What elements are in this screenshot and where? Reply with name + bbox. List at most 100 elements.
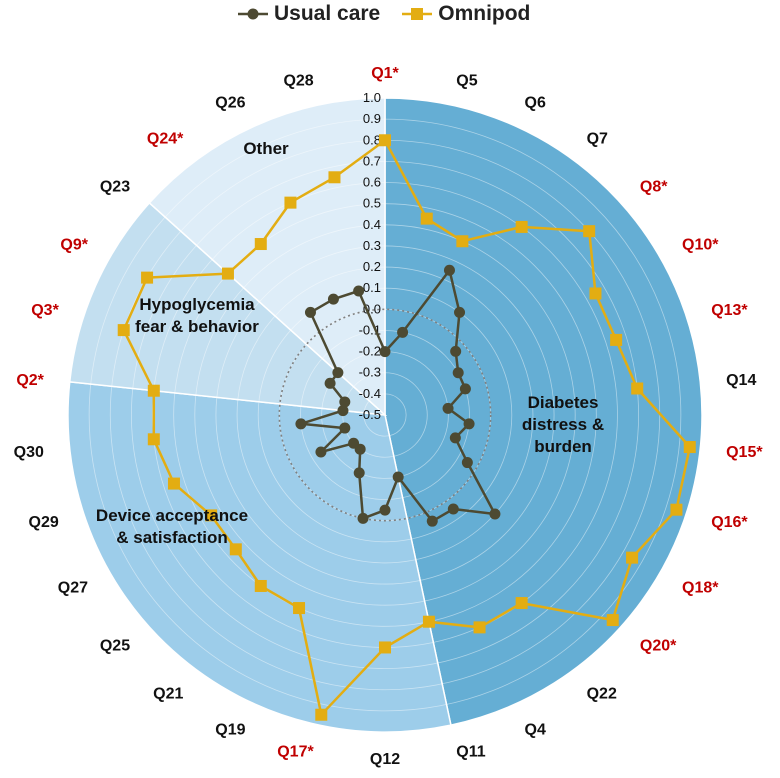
- omnipod-point-Q18*: [626, 551, 639, 564]
- omnipod-point-Q12: [379, 641, 391, 654]
- category-label-Q30: Q30: [14, 444, 44, 461]
- usual-care-point-Q11: [392, 471, 404, 483]
- radial-tick-labels: 1.00.90.80.70.60.50.40.30.20.10.0-0.1-0.…: [359, 90, 381, 422]
- sector-label: Device acceptance: [96, 506, 248, 525]
- usual-care-point-Q26: [327, 293, 339, 305]
- sector-3: [148, 97, 386, 417]
- usual-care-point-Q16*: [449, 432, 461, 444]
- grid-ring: [173, 203, 597, 627]
- grid-rings: [67, 97, 703, 733]
- tick-label: 0.6: [363, 175, 381, 190]
- grid-ring: [363, 393, 407, 437]
- tick-label: -0.5: [359, 407, 381, 422]
- usual-care-point-Q4: [426, 515, 438, 527]
- sector-label: burden: [534, 437, 592, 456]
- category-label-Q23: Q23: [100, 179, 130, 196]
- usual-care-point-Q19: [353, 467, 365, 479]
- omnipod-point-Q21: [254, 579, 267, 592]
- sector-label: distress &: [522, 415, 604, 434]
- usual-care-marker-icon: [238, 8, 268, 20]
- usual-care-point-Q1*: [379, 346, 391, 358]
- usual-care-point-Q2*: [337, 405, 349, 417]
- usual-care-point-Q12: [379, 504, 391, 516]
- sector-label: Diabetes: [528, 393, 599, 412]
- category-label-Q21: Q21: [153, 686, 183, 703]
- grid-ring: [67, 97, 703, 733]
- usual-care-point-Q18*: [461, 457, 473, 469]
- omnipod-point-Q5: [420, 212, 433, 225]
- category-label-Q3*: Q3*: [31, 302, 59, 319]
- omnipod-point-Q4: [473, 621, 486, 634]
- grid-ring: [300, 330, 470, 500]
- category-label-Q20*: Q20*: [640, 638, 677, 655]
- usual-care-point-Q22: [447, 503, 459, 515]
- category-label-Q19: Q19: [215, 721, 245, 738]
- usual-care-point-Q17*: [357, 512, 369, 524]
- category-label-Q29: Q29: [29, 514, 59, 531]
- usual-care-point-Q27: [315, 446, 327, 458]
- omnipod-point-Q19: [293, 602, 306, 615]
- tick-label: 0.7: [363, 153, 381, 168]
- omnipod-point-Q11: [422, 615, 435, 628]
- omnipod-point-Q22: [515, 597, 528, 610]
- usual-care-point-Q25: [348, 437, 360, 449]
- category-label-Q17*: Q17*: [277, 744, 314, 761]
- tick-label: -0.1: [359, 322, 381, 337]
- usual-care-point-Q10*: [452, 367, 464, 379]
- usual-care-point-Q23: [332, 367, 344, 379]
- omnipod-point-Q17*: [315, 708, 328, 721]
- grid-ring: [194, 224, 576, 606]
- sector-label: Hypoglycemia: [139, 295, 255, 314]
- usual-care-point-Q6: [443, 264, 455, 276]
- sector-2: [68, 201, 388, 416]
- category-label-Q28: Q28: [283, 73, 313, 90]
- legend: Usual care Omnipod: [238, 2, 552, 26]
- omnipod-point-Q15*: [683, 441, 696, 454]
- sector-0: [384, 97, 703, 726]
- sector-label: & satisfaction: [116, 528, 227, 547]
- grid-ring: [130, 160, 640, 670]
- sector-backgrounds: [67, 97, 703, 733]
- omnipod-point-Q29: [167, 477, 180, 490]
- category-label-Q9*: Q9*: [60, 237, 88, 254]
- omnipod-point-Q24*: [254, 238, 267, 251]
- category-label-Q4: Q4: [525, 721, 546, 738]
- category-label-Q6: Q6: [525, 95, 546, 112]
- tick-label: 0.2: [363, 259, 381, 274]
- usual-care-point-Q3*: [339, 396, 351, 408]
- omnipod-point-Q23: [221, 267, 234, 280]
- omnipod-point-Q27: [205, 509, 218, 522]
- category-label-Q2*: Q2*: [16, 372, 44, 389]
- tick-label: 0.5: [363, 196, 381, 211]
- omnipod-point-Q8*: [583, 225, 596, 238]
- category-label-Q10*: Q10*: [682, 237, 719, 254]
- category-label-Q26: Q26: [215, 95, 245, 112]
- category-label-Q12: Q12: [370, 751, 400, 768]
- omnipod-point-Q2*: [147, 384, 160, 397]
- omnipod-point-Q14: [631, 382, 644, 395]
- category-label-Q27: Q27: [58, 580, 88, 597]
- tick-label: -0.3: [359, 365, 381, 380]
- usual-care-point-Q29: [339, 422, 351, 434]
- grid-ring: [257, 287, 513, 543]
- usual-care-point-Q8*: [450, 345, 462, 357]
- grid-ring: [88, 118, 682, 712]
- usual-care-point-Q7: [454, 306, 466, 318]
- tick-label: -0.2: [359, 344, 381, 359]
- tick-label: 0.3: [363, 238, 381, 253]
- omnipod-point-Q28: [328, 171, 341, 184]
- omnipod-point-Q9*: [141, 271, 154, 284]
- tick-label: -0.4: [359, 386, 381, 401]
- omnipod-point-Q13*: [610, 333, 623, 346]
- legend-label-usual-care: Usual care: [274, 2, 381, 25]
- sector-label: fear & behavior: [135, 317, 259, 336]
- category-label-Q18*: Q18*: [682, 580, 719, 597]
- omnipod-point-Q25: [229, 543, 242, 556]
- omnipod-point-Q16*: [670, 503, 683, 516]
- omnipod-point-Q1*: [379, 134, 391, 147]
- usual-care-point-Q5: [397, 326, 409, 338]
- omnipod-point-Q26: [284, 196, 297, 209]
- legend-label-omnipod: Omnipod: [438, 2, 531, 25]
